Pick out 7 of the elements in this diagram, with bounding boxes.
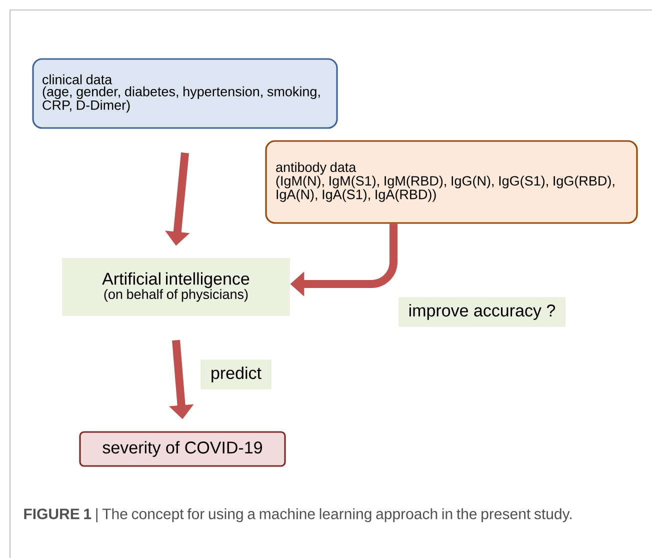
process-box: Artificial intelligence (on behalf of physicians)	[62, 258, 290, 316]
data-box: clinical data (age, gender, diabetes, hypertension, smoking, CRP, D-Dimer)	[32, 58, 338, 129]
figure-caption: FIGURE 1 | The concept for using a machine learning approach in the present study.	[24, 508, 572, 522]
result-box: severity of COVID-19	[79, 431, 286, 467]
edge-label: improve accuracy ?	[398, 297, 566, 327]
edge-label: predict	[200, 360, 272, 390]
data-box: antibody data (IgM(N), IgM(S1), IgM(RBD), IgG(N), IgG(S1), IgG(RBD), IgA(N), IgA(S1), IgA(RBD))	[265, 140, 638, 224]
